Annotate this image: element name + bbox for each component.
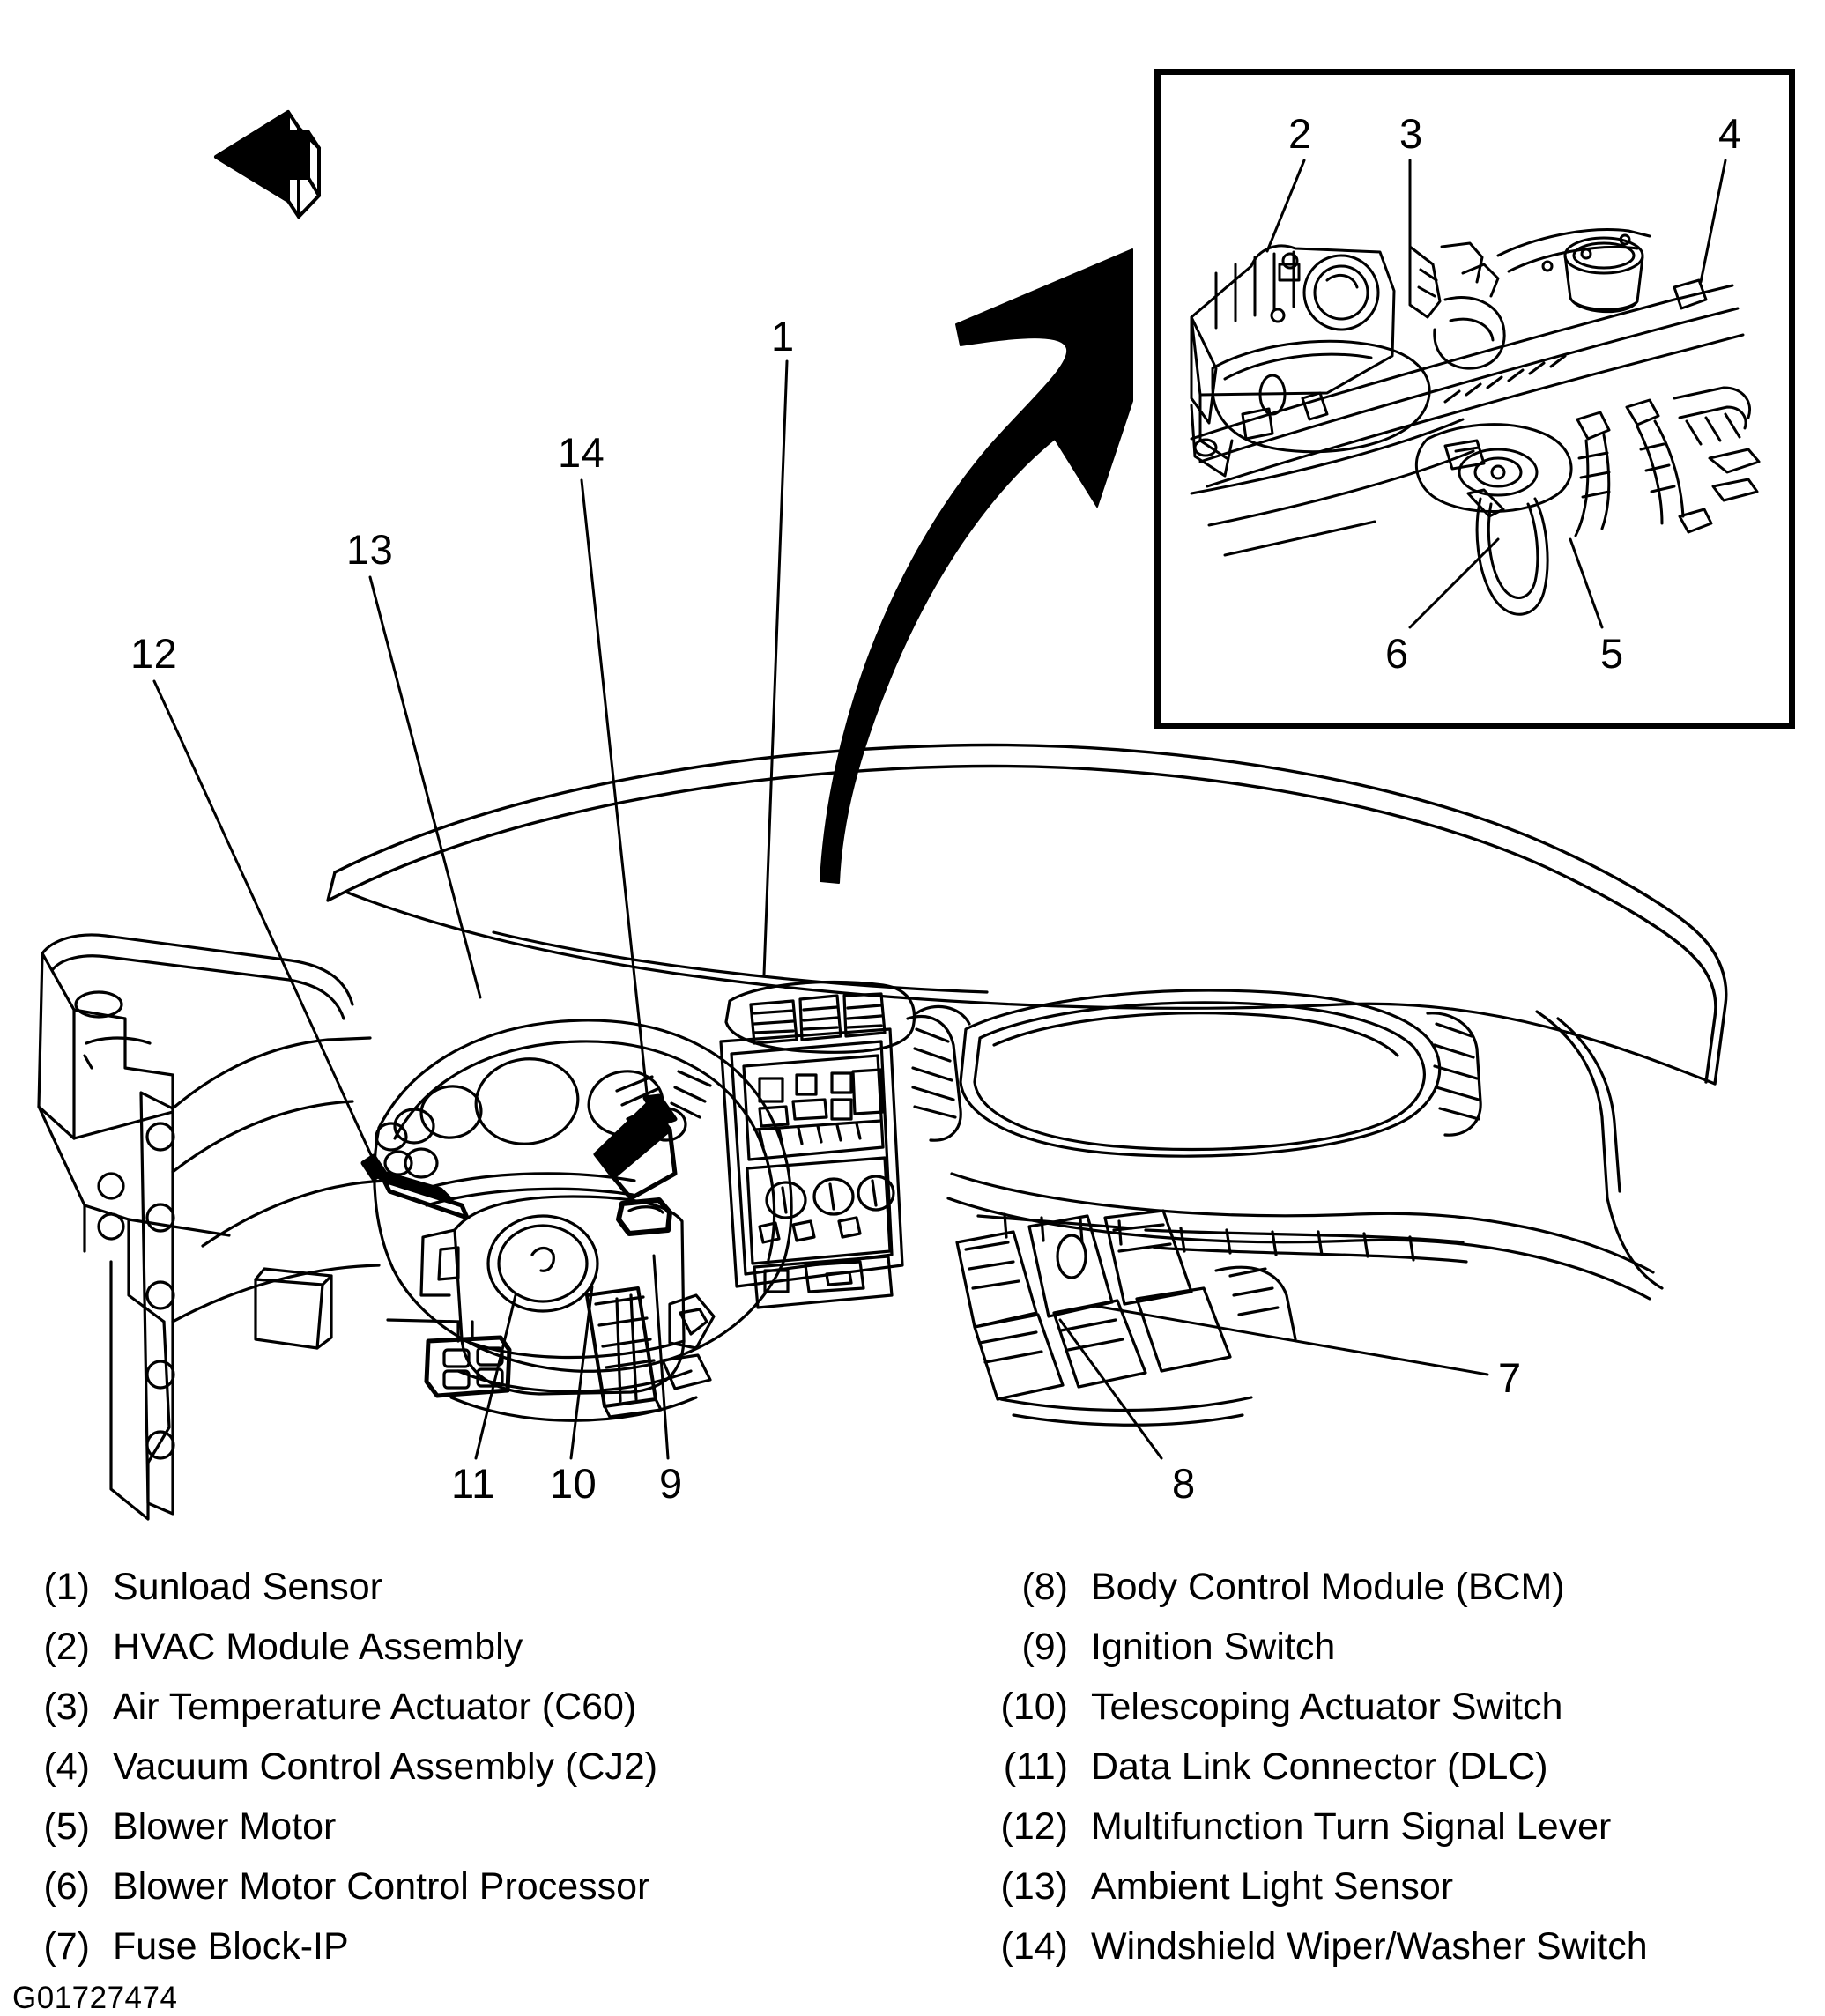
legend-num: (5) xyxy=(43,1805,90,1848)
line-art-layer xyxy=(37,110,1728,1521)
leader-12 xyxy=(152,679,379,1170)
legend-item: (1) Sunload Sensor xyxy=(9,1568,382,1606)
detail-view-pointer-arrow xyxy=(820,248,1133,884)
inset-callout-3: 3 xyxy=(1399,110,1423,157)
legend-num: (6) xyxy=(43,1865,90,1908)
callout-13: 13 xyxy=(346,526,394,573)
legend-num: (4) xyxy=(43,1745,90,1788)
legend-item: (10) Telescoping Actuator Switch xyxy=(987,1686,1563,1728)
ignition-switch xyxy=(616,1197,672,1236)
inset-callout-2: 2 xyxy=(1288,110,1312,157)
legend-num: (9) xyxy=(1021,1626,1068,1668)
legend-num: (12) xyxy=(1000,1805,1068,1848)
legend-label: Telescoping Actuator Switch xyxy=(1091,1686,1563,1728)
legend-num: (7) xyxy=(43,1925,90,1968)
legend-label: Data Link Connector (DLC) xyxy=(1091,1745,1548,1788)
legend-item: (11) Data Link Connector (DLC) xyxy=(987,1748,1548,1786)
legend-item: (6) Blower Motor Control Processor xyxy=(9,1868,649,1906)
legend-label: HVAC Module Assembly xyxy=(113,1626,523,1668)
legend-item: (2) HVAC Module Assembly xyxy=(9,1628,523,1666)
figure-sheet: 1 14 13 12 11 10 9 8 7 2 3 4 6 5 (1) Sunl… xyxy=(9,69,1795,2015)
legend-item: (12) Multifunction Turn Signal Lever xyxy=(987,1805,1612,1848)
legend-num: (3) xyxy=(43,1686,90,1728)
callout-14: 14 xyxy=(558,429,605,476)
legend-label: Ambient Light Sensor xyxy=(1091,1865,1454,1908)
passenger-airbag-pad xyxy=(915,989,1482,1158)
legend-item: (9) Ignition Switch xyxy=(987,1628,1335,1666)
legend-label: Blower Motor xyxy=(113,1805,337,1848)
inset-callout-4: 4 xyxy=(1718,110,1742,157)
legend-num: (2) xyxy=(43,1626,90,1668)
legend-num: (14) xyxy=(1000,1925,1068,1968)
callout-leaders xyxy=(152,159,1727,1460)
callout-11: 11 xyxy=(451,1460,495,1507)
legend-item: (7) Fuse Block-IP xyxy=(9,1925,349,1968)
legend-label: Air Temperature Actuator (C60) xyxy=(113,1686,637,1728)
legend-label: Body Control Module (BCM) xyxy=(1091,1566,1565,1608)
legend-num: (8) xyxy=(1021,1566,1068,1608)
callout-7: 7 xyxy=(1498,1354,1522,1401)
leader-10 xyxy=(569,1285,594,1460)
leader-6 xyxy=(1408,537,1500,629)
forward-direction-arrow xyxy=(214,110,321,219)
callout-1: 1 xyxy=(771,313,795,359)
left-hinge-pillar xyxy=(37,933,354,1521)
leader-14 xyxy=(580,478,649,1103)
leader-2 xyxy=(1265,159,1306,253)
dash-top-surface xyxy=(344,890,1717,1086)
turn-signal-lever xyxy=(360,1153,470,1220)
leader-13 xyxy=(368,575,482,999)
legend-item: (4) Vacuum Control Assembly (CJ2) xyxy=(9,1748,657,1786)
legend-num: (10) xyxy=(1000,1686,1068,1728)
left-dash-fascia xyxy=(171,1036,389,1350)
legend-item: (13) Ambient Light Sensor xyxy=(987,1865,1454,1908)
figure-id-code: G01727474 xyxy=(12,1981,178,2015)
leader-1 xyxy=(762,359,789,976)
leader-11 xyxy=(474,1293,517,1460)
inset-callout-6: 6 xyxy=(1385,630,1409,677)
legend-label: Windshield Wiper/Washer Switch xyxy=(1091,1925,1648,1968)
legend-num: (13) xyxy=(1000,1865,1068,1908)
leader-4 xyxy=(1699,159,1727,284)
legend-item: (3) Air Temperature Actuator (C60) xyxy=(9,1688,636,1726)
leader-5 xyxy=(1569,537,1604,629)
legend-label: Sunload Sensor xyxy=(113,1566,382,1608)
legend-label: Blower Motor Control Processor xyxy=(113,1865,650,1908)
legend-item: (8) Body Control Module (BCM) xyxy=(987,1566,1565,1608)
legend-label: Fuse Block-IP xyxy=(113,1925,349,1968)
legend-label: Multifunction Turn Signal Lever xyxy=(1091,1805,1612,1848)
legend-num: (1) xyxy=(43,1566,90,1608)
inset-line-art xyxy=(1190,228,1761,616)
leader-7 xyxy=(1093,1304,1489,1376)
callout-9: 9 xyxy=(659,1460,683,1507)
legend-label: Ignition Switch xyxy=(1091,1626,1336,1668)
legend-item: (5) Blower Motor xyxy=(9,1808,336,1846)
data-link-connector xyxy=(386,1318,512,1398)
leader-8 xyxy=(1058,1318,1163,1460)
callout-8: 8 xyxy=(1172,1460,1196,1507)
legend-item: (14) Windshield Wiper/Washer Switch xyxy=(987,1928,1648,1966)
callout-10: 10 xyxy=(550,1460,597,1507)
center-stack xyxy=(719,980,962,1309)
lower-bracket xyxy=(661,1293,716,1390)
legend-num: (11) xyxy=(1003,1745,1068,1788)
callout-12: 12 xyxy=(130,630,178,677)
right-lower-dash xyxy=(946,1172,1655,1427)
telescoping-actuator-connector xyxy=(585,1286,663,1419)
legend-label: Vacuum Control Assembly (CJ2) xyxy=(113,1745,658,1788)
windshield-cowl xyxy=(326,743,1728,1086)
leader-9 xyxy=(652,1254,670,1460)
right-a-pillar xyxy=(1535,1010,1664,1290)
wiper-washer-lever xyxy=(593,1093,678,1201)
inset-callout-5: 5 xyxy=(1600,630,1624,677)
